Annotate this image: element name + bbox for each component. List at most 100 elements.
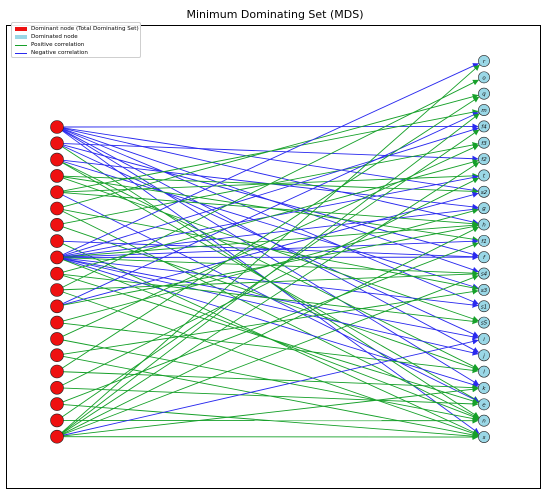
diagram-title: Minimum Dominating Set (MDS) bbox=[186, 8, 364, 21]
positive-line-icon bbox=[15, 44, 27, 46]
dominant-node-5 bbox=[50, 201, 64, 216]
dominated-node-5 bbox=[478, 136, 490, 149]
dominant-node-0 bbox=[50, 120, 64, 134]
dominated-node-23 bbox=[478, 431, 490, 443]
dominated-node-14 bbox=[478, 283, 490, 296]
negative-edge-13 bbox=[63, 161, 479, 290]
positive-edge-53 bbox=[63, 322, 479, 374]
dominant-node-7 bbox=[50, 234, 64, 248]
dominated-node-0 bbox=[478, 55, 490, 67]
positive-edge-60 bbox=[62, 177, 479, 386]
negative-edge-31 bbox=[63, 126, 479, 256]
dominated-node-label-19: l bbox=[483, 370, 485, 376]
dominated-node-label-13: s4 bbox=[481, 272, 488, 278]
legend-label: Dominant node (Total Dominating Set) bbox=[31, 26, 139, 32]
dominated-node-label-0: r bbox=[483, 59, 486, 65]
dominated-node-9 bbox=[478, 202, 490, 215]
positive-edge-54 bbox=[62, 144, 479, 337]
positive-edge-70 bbox=[62, 274, 479, 435]
legend-item-dominated: Dominated node bbox=[15, 33, 137, 41]
dominant-node-1 bbox=[50, 136, 64, 151]
positive-edge-62 bbox=[62, 242, 479, 403]
dominant-node-18 bbox=[50, 413, 64, 428]
dominant-node-3 bbox=[50, 169, 64, 183]
dominated-node-16 bbox=[478, 316, 490, 329]
dominated-node-7 bbox=[478, 169, 490, 182]
dominant-node-10 bbox=[50, 283, 64, 297]
dominant-node-13 bbox=[50, 332, 64, 346]
positive-edge-61 bbox=[63, 387, 479, 407]
dominated-node-13 bbox=[478, 267, 490, 280]
dominated-node-label-21: e bbox=[482, 402, 486, 408]
positive-edge-67 bbox=[61, 113, 480, 434]
dominated-node-6 bbox=[478, 153, 490, 165]
dominated-node-label-17: i bbox=[483, 337, 485, 343]
legend-item-positive: Positive correlation bbox=[15, 41, 137, 49]
dominated-node-label-3: m bbox=[481, 108, 486, 114]
dominated-node-19 bbox=[478, 365, 490, 378]
negative-edge-0 bbox=[63, 123, 479, 130]
dominated-node-3 bbox=[478, 104, 490, 116]
legend-label: Dominated node bbox=[31, 34, 78, 40]
edge-layer bbox=[61, 63, 480, 441]
dominated-node-20 bbox=[478, 382, 490, 394]
negative-edge-2 bbox=[63, 128, 479, 225]
dominated-node-label-4: f4 bbox=[481, 124, 487, 130]
negative-edge-71 bbox=[63, 338, 479, 436]
dominant-node-4 bbox=[50, 185, 64, 199]
dominant-node-16 bbox=[50, 380, 64, 395]
positive-edge-45 bbox=[63, 275, 479, 404]
negative-edge-40 bbox=[63, 258, 479, 356]
positive-edge-68 bbox=[62, 162, 480, 434]
positive-edge-23 bbox=[63, 93, 479, 208]
dominated-node-label-1: o bbox=[482, 75, 486, 81]
positive-edge-52 bbox=[63, 208, 479, 322]
dominant-node-11 bbox=[50, 299, 64, 314]
negative-edge-30 bbox=[62, 63, 479, 256]
dominated-node-label-9: g bbox=[482, 206, 486, 212]
dominated-node-label-14: s3 bbox=[481, 288, 488, 294]
dominated-node-label-18: j bbox=[482, 353, 485, 359]
dominant-node-17 bbox=[50, 397, 64, 411]
positive-edge-25 bbox=[62, 210, 479, 419]
plot-frame bbox=[6, 25, 541, 489]
dominated-node-label-6: f2 bbox=[481, 157, 487, 163]
positive-edge-58 bbox=[62, 96, 480, 369]
dominant-node-12 bbox=[50, 315, 64, 330]
negative-edge-49 bbox=[62, 112, 479, 304]
dominated-node-label-12: f bbox=[483, 255, 486, 261]
dominated-node-label-16: s5 bbox=[481, 321, 488, 327]
dominated-node-2 bbox=[478, 87, 490, 100]
dominated-node-21 bbox=[478, 398, 490, 411]
dominant-node-19 bbox=[50, 429, 64, 444]
dominated-node-12 bbox=[478, 251, 490, 264]
dominant-node-15 bbox=[50, 364, 64, 379]
dominant-node-8 bbox=[50, 250, 64, 265]
dominant-node-14 bbox=[50, 348, 64, 363]
dominated-node-label-5: f3 bbox=[481, 141, 487, 147]
positive-edge-43 bbox=[63, 159, 479, 273]
dominated-node-17 bbox=[478, 333, 490, 345]
dominated-node-4 bbox=[478, 120, 490, 133]
positive-edge-69 bbox=[62, 226, 479, 435]
positive-edge-66 bbox=[61, 64, 480, 433]
dominated-node-label-22: n bbox=[482, 419, 486, 425]
legend-item-negative: Negative correlation bbox=[15, 49, 137, 57]
dominated-node-label-2: q bbox=[482, 92, 486, 98]
dominated-node-10 bbox=[478, 218, 490, 231]
positive-edge-46 bbox=[62, 79, 479, 288]
legend-item-dominant: Dominant node (Total Dominating Set) bbox=[15, 25, 139, 33]
positive-edge-59 bbox=[63, 371, 479, 391]
dominated-node-18 bbox=[478, 349, 490, 362]
dominated-node-label-8: s2 bbox=[481, 190, 488, 196]
dominant-swatch-icon bbox=[15, 27, 27, 31]
dominated-node-15 bbox=[478, 300, 490, 313]
dominated-node-label-7: t bbox=[483, 173, 486, 179]
legend: Dominant node (Total Dominating Set) Dom… bbox=[11, 22, 141, 58]
positive-edge-72 bbox=[63, 386, 479, 437]
dominant-node-2 bbox=[50, 152, 64, 167]
dominant-node-9 bbox=[50, 266, 64, 281]
